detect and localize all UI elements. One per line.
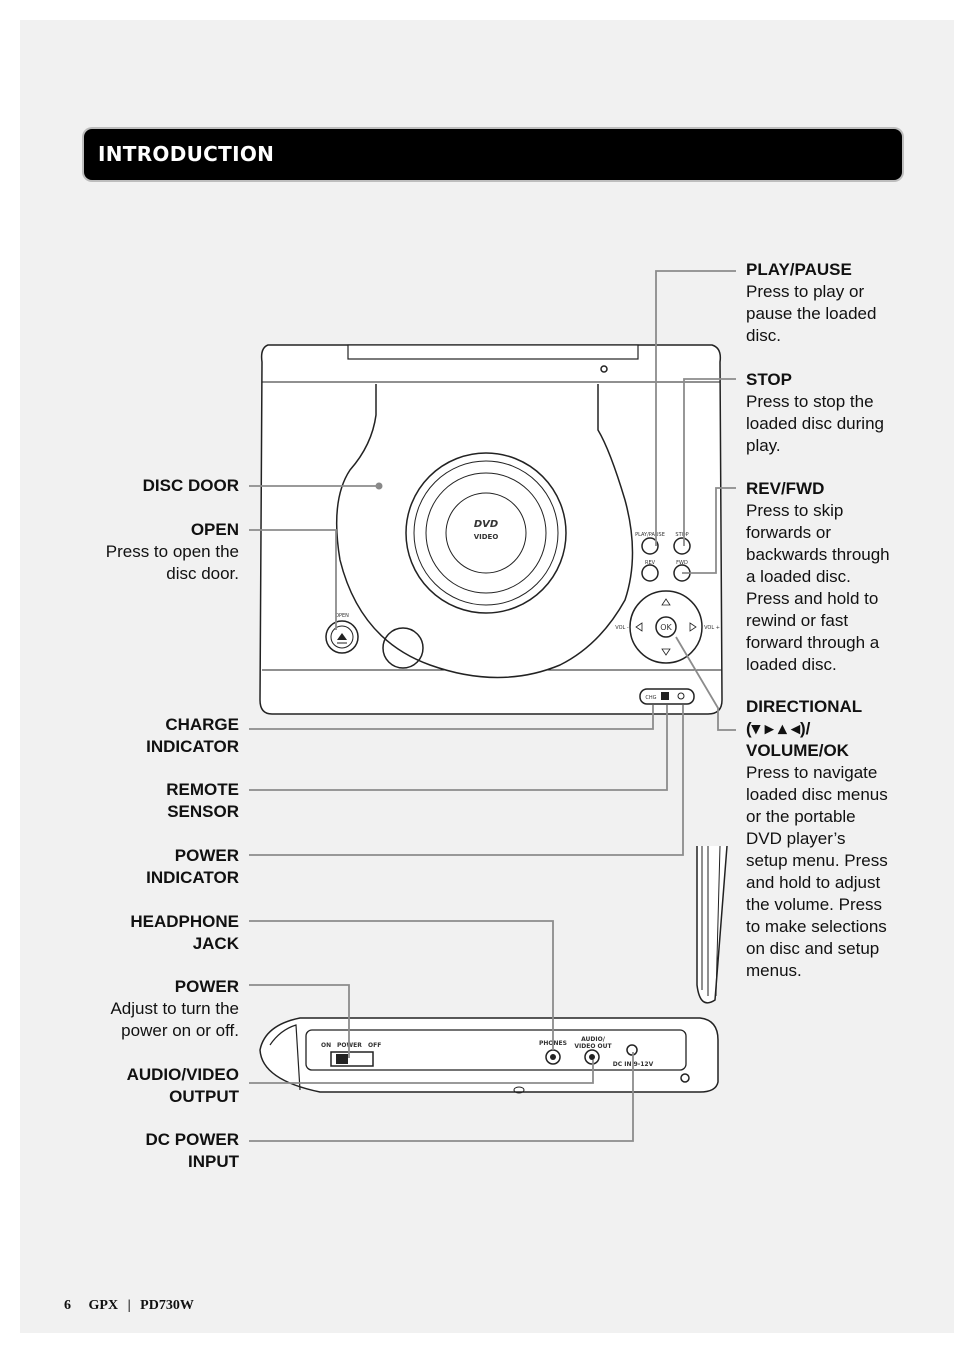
- svg-text:PLAY/PAUSE: PLAY/PAUSE: [635, 532, 665, 538]
- svg-text:VOL +: VOL +: [704, 625, 720, 631]
- label-dc-power-input: DC POWER INPUT: [145, 1130, 240, 1171]
- label-directional: DIRECTIONAL (▾ ▸ ▴ ◂)/ VOLUME/OK Press t…: [746, 697, 888, 980]
- svg-text:CHG: CHG: [645, 695, 656, 701]
- section-banner: INTRODUCTION: [84, 129, 902, 180]
- svg-text:FWD: FWD: [676, 560, 688, 566]
- svg-text:VIDEO OUT: VIDEO OUT: [574, 1043, 612, 1050]
- label-stop: STOP Press to stop the loaded disc durin…: [746, 370, 884, 455]
- svg-text:OK: OK: [660, 623, 672, 632]
- svg-text:OPEN: OPEN: [335, 613, 349, 619]
- svg-text:REV: REV: [645, 560, 656, 566]
- footer-separator: |: [127, 1298, 131, 1313]
- svg-text:VOL -: VOL -: [615, 625, 629, 631]
- callout-lines: [249, 270, 736, 1142]
- player-side-view: [259, 845, 728, 1094]
- dvd-logo: DVD: [474, 519, 498, 530]
- player-panel-text: DVD VIDEO PLAY/PAUSE STOP REV FWD OPEN V…: [335, 519, 720, 701]
- page-number: 6: [64, 1298, 71, 1313]
- svg-text:OFF: OFF: [368, 1042, 381, 1049]
- label-charge-indicator: CHARGE INDICATOR: [146, 715, 239, 756]
- footer-model: PD730W: [140, 1298, 194, 1313]
- svg-text:STOP: STOP: [675, 532, 688, 538]
- dvd-logo-video: VIDEO: [474, 533, 499, 541]
- footer-brand: GPX: [88, 1298, 119, 1313]
- label-disc-door: DISC DOOR: [142, 476, 239, 495]
- label-power: POWER Adjust to turn the power on or off…: [110, 977, 239, 1040]
- label-open: OPEN Press to open the disc door.: [105, 520, 239, 583]
- label-play-pause: PLAY/PAUSE Press to play or pause the lo…: [746, 260, 877, 345]
- label-remote-sensor: REMOTE SENSOR: [166, 780, 239, 821]
- label-rev-fwd: REV/FWD Press to skip forwards or backwa…: [746, 479, 890, 674]
- label-headphone-jack: HEADPHONE JACK: [130, 912, 239, 953]
- label-audio-video-output: AUDIO/VIDEO OUTPUT: [126, 1065, 239, 1106]
- section-title: INTRODUCTION: [98, 142, 275, 166]
- page-footer: 6 GPX | PD730W: [64, 1298, 208, 1314]
- label-power-indicator: POWER INDICATOR: [146, 846, 239, 887]
- player-top-view: [259, 344, 723, 715]
- svg-text:ON: ON: [321, 1042, 331, 1049]
- svg-text:AUDIO/: AUDIO/: [581, 1036, 606, 1043]
